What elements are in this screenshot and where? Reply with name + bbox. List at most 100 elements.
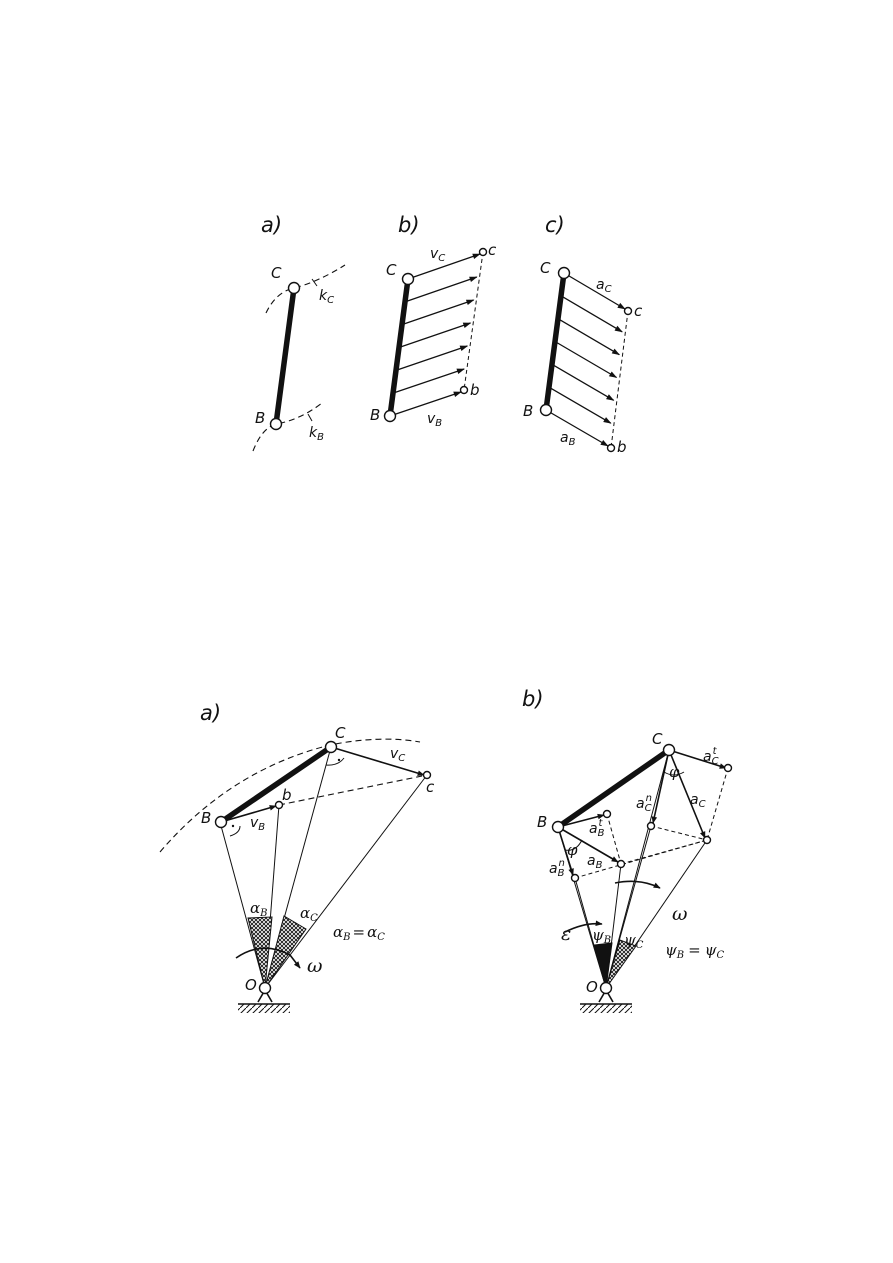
point-c xyxy=(702,835,712,845)
label-c: c xyxy=(426,778,435,796)
ground-hatch xyxy=(238,1004,290,1013)
label-b: b xyxy=(470,381,480,399)
velocity-arrow xyxy=(401,299,475,326)
label-vC: vC xyxy=(430,246,445,264)
label-c: c xyxy=(634,302,643,320)
label-alphaB: αB xyxy=(250,899,268,919)
point-b xyxy=(459,385,469,395)
acceleration-arrow xyxy=(563,272,626,310)
joint-B xyxy=(551,820,565,834)
phi-arc-B xyxy=(564,839,583,851)
velocity-tips-line xyxy=(278,774,428,806)
trajectory-kC xyxy=(265,264,346,314)
label-b: b xyxy=(617,438,627,456)
velocity-arrow xyxy=(389,391,462,417)
fig2-panel-label-a: a) xyxy=(200,701,221,725)
fig1-panel-label-c: c) xyxy=(545,213,565,237)
label-aC: aC xyxy=(596,277,612,295)
right-angle-dot-C xyxy=(337,758,341,762)
label-aBt: aBt xyxy=(589,818,605,839)
label-aC: aC xyxy=(690,792,706,810)
link-BC xyxy=(218,744,334,825)
link-BC xyxy=(387,276,411,419)
ray-Oc xyxy=(264,774,428,989)
vector-aCt xyxy=(668,749,727,769)
joint-B xyxy=(269,417,283,431)
acceleration-field-arrows xyxy=(545,272,626,447)
joint-B xyxy=(214,815,228,829)
label-epsilon: ε xyxy=(561,923,571,945)
fig1-panel-c: C B c b aC aB xyxy=(523,259,643,456)
velocity-arrow xyxy=(404,276,478,303)
omega-arrow xyxy=(289,954,301,969)
label-psiB: ψB xyxy=(592,926,611,946)
point-tB xyxy=(602,809,612,819)
omega-arc xyxy=(235,947,291,959)
point-b xyxy=(274,800,284,810)
epsilon-arc xyxy=(564,920,603,933)
fig2-panel-a: C B O c b vC vB αB αC αB=αC ω xyxy=(159,724,435,1013)
joint-C xyxy=(662,743,676,757)
point-nB xyxy=(570,873,580,883)
acceleration-arrow xyxy=(548,386,612,424)
point-c xyxy=(478,247,488,257)
label-aCn: aCn xyxy=(636,793,652,814)
accel-tips-line xyxy=(620,839,708,865)
label-phi-C: φ xyxy=(669,763,680,781)
equation-psiB-psiC: ψB=ψC xyxy=(665,941,724,961)
joint-C xyxy=(324,740,338,754)
vector-vB xyxy=(220,805,277,823)
label-vB: vB xyxy=(250,815,265,833)
vector-vC xyxy=(330,746,425,776)
label-c: c xyxy=(488,241,497,259)
fig2-panel-b: C B O aCt aCn aC aBt aBn aB φ φ ε ω ψB ψ… xyxy=(537,730,733,1013)
label-omega: ω xyxy=(307,955,323,977)
link-BC xyxy=(273,285,297,427)
vector-aB xyxy=(557,826,619,863)
label-O: O xyxy=(245,976,257,994)
velocity-arrow xyxy=(407,253,481,280)
ground-hatch xyxy=(580,1004,632,1013)
point-c xyxy=(422,770,432,780)
fig1-panel-label-b: b) xyxy=(398,213,420,237)
label-vC: vC xyxy=(390,746,405,764)
point-b xyxy=(616,859,626,869)
sector-psiC xyxy=(605,939,637,989)
link-BC xyxy=(543,270,567,413)
trajectory-arc xyxy=(159,738,421,853)
acceleration-arrow xyxy=(560,295,623,333)
label-C: C xyxy=(335,724,346,742)
label-vB: vB xyxy=(427,411,442,429)
joint-C xyxy=(287,281,301,295)
acceleration-arrow xyxy=(554,340,618,379)
fig1-panel-b: C B c b vC vB xyxy=(370,241,497,429)
right-angle-C xyxy=(325,757,345,766)
omega-arc xyxy=(614,880,661,889)
label-kC: kC xyxy=(319,288,334,306)
label-C: C xyxy=(271,264,282,282)
vector-aC xyxy=(668,749,706,839)
label-B: B xyxy=(370,406,380,424)
velocity-tips-line xyxy=(463,251,484,391)
right-angle-B xyxy=(229,825,241,837)
label-C: C xyxy=(386,261,397,279)
label-alphaC: αC xyxy=(300,904,318,924)
joint-B xyxy=(539,403,553,417)
normal-construction-C xyxy=(650,825,708,841)
label-omega: ω xyxy=(672,903,688,925)
label-aB: aB xyxy=(560,430,576,448)
label-C: C xyxy=(652,730,663,748)
label-kB: kB xyxy=(309,425,324,443)
acceleration-arrow xyxy=(545,409,609,447)
label-B: B xyxy=(537,813,547,831)
pivot-O xyxy=(599,981,613,995)
vector-aCn xyxy=(651,749,670,824)
velocity-arrow xyxy=(395,345,469,371)
trajectory-kB xyxy=(252,402,323,452)
label-B: B xyxy=(523,402,533,420)
fig2-panel-label-b: b) xyxy=(522,687,544,711)
kC-leader xyxy=(311,278,318,287)
label-psiC: ψC xyxy=(624,931,644,951)
figure1: a) b) c) C B kC kB C B c xyxy=(252,213,643,456)
